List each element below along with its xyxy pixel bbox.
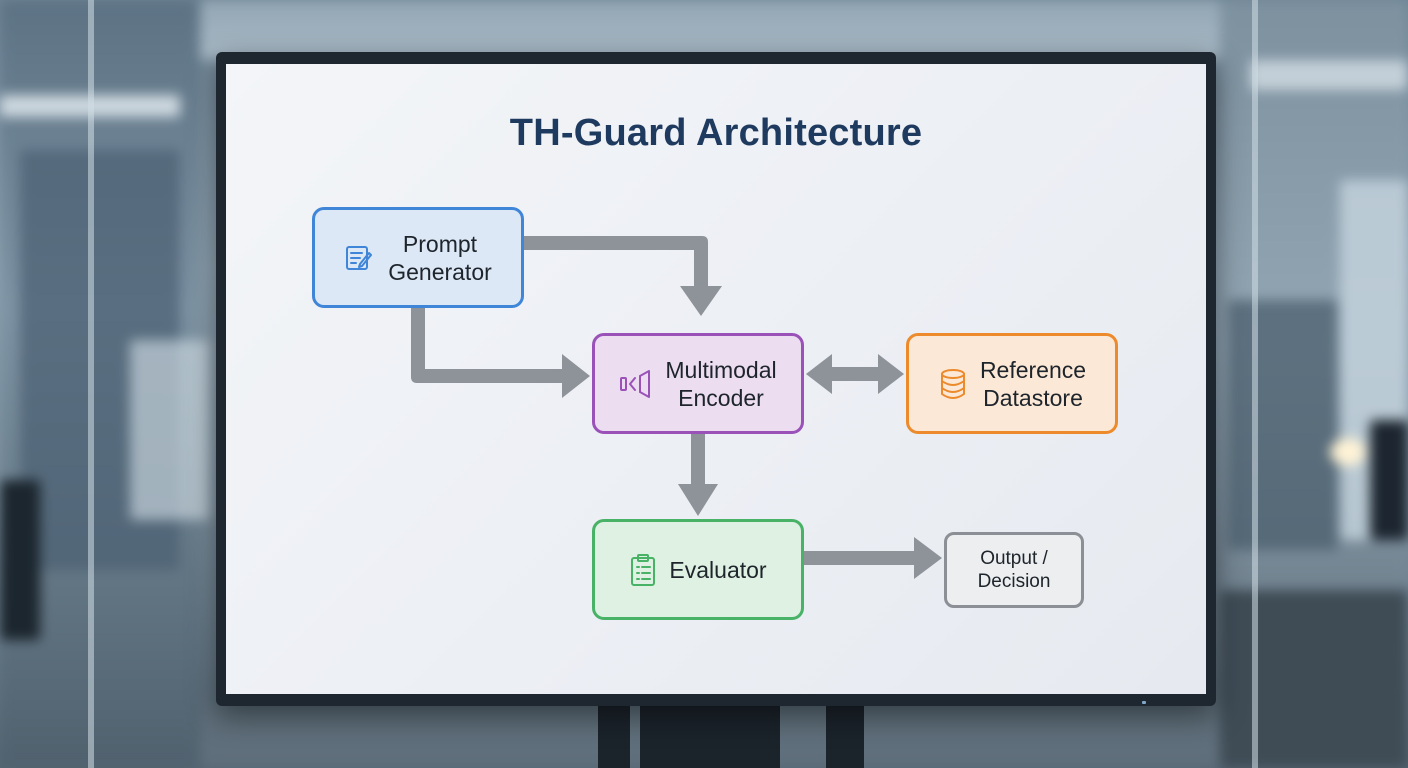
monitor-stand-post: [640, 700, 780, 768]
node-label: Prompt Generator: [388, 230, 492, 285]
node-label: Multimodal Encoder: [665, 356, 777, 411]
clipboard-list-icon: [629, 553, 657, 587]
node-reference-datastore: Reference Datastore: [906, 333, 1118, 434]
node-evaluator: Evaluator: [592, 519, 804, 620]
glass-mullion: [88, 0, 94, 768]
arrow-encoder-reference-bidirectional: [806, 354, 904, 394]
display-screen: TH-Guard Architecture: [226, 64, 1206, 694]
node-label: Output / Decision: [977, 548, 1051, 592]
database-icon: [938, 368, 968, 400]
node-label: Reference Datastore: [979, 356, 1087, 411]
monitor-stand-post: [826, 700, 864, 768]
node-multimodal-encoder: Multimodal Encoder: [592, 333, 804, 434]
display-monitor: TH-Guard Architecture: [216, 52, 1216, 706]
node-prompt-generator: Prompt Generator: [312, 207, 524, 308]
arrow-prompt-to-encoder-top: [524, 236, 722, 316]
monitor-stand-post: [598, 700, 630, 768]
power-indicator: [1142, 701, 1146, 704]
document-edit-icon: [344, 242, 376, 274]
node-output-decision: Output / Decision: [944, 532, 1084, 608]
node-label: Evaluator: [669, 556, 767, 583]
diagram-title: TH-Guard Architecture: [509, 112, 923, 154]
encoder-icon: [619, 368, 653, 400]
connector-arrows: [411, 236, 942, 579]
arrow-prompt-to-encoder-side: [411, 308, 590, 398]
arrow-encoder-to-evaluator: [678, 434, 718, 516]
glass-mullion: [1252, 0, 1258, 768]
arrow-evaluator-to-output: [804, 537, 942, 579]
